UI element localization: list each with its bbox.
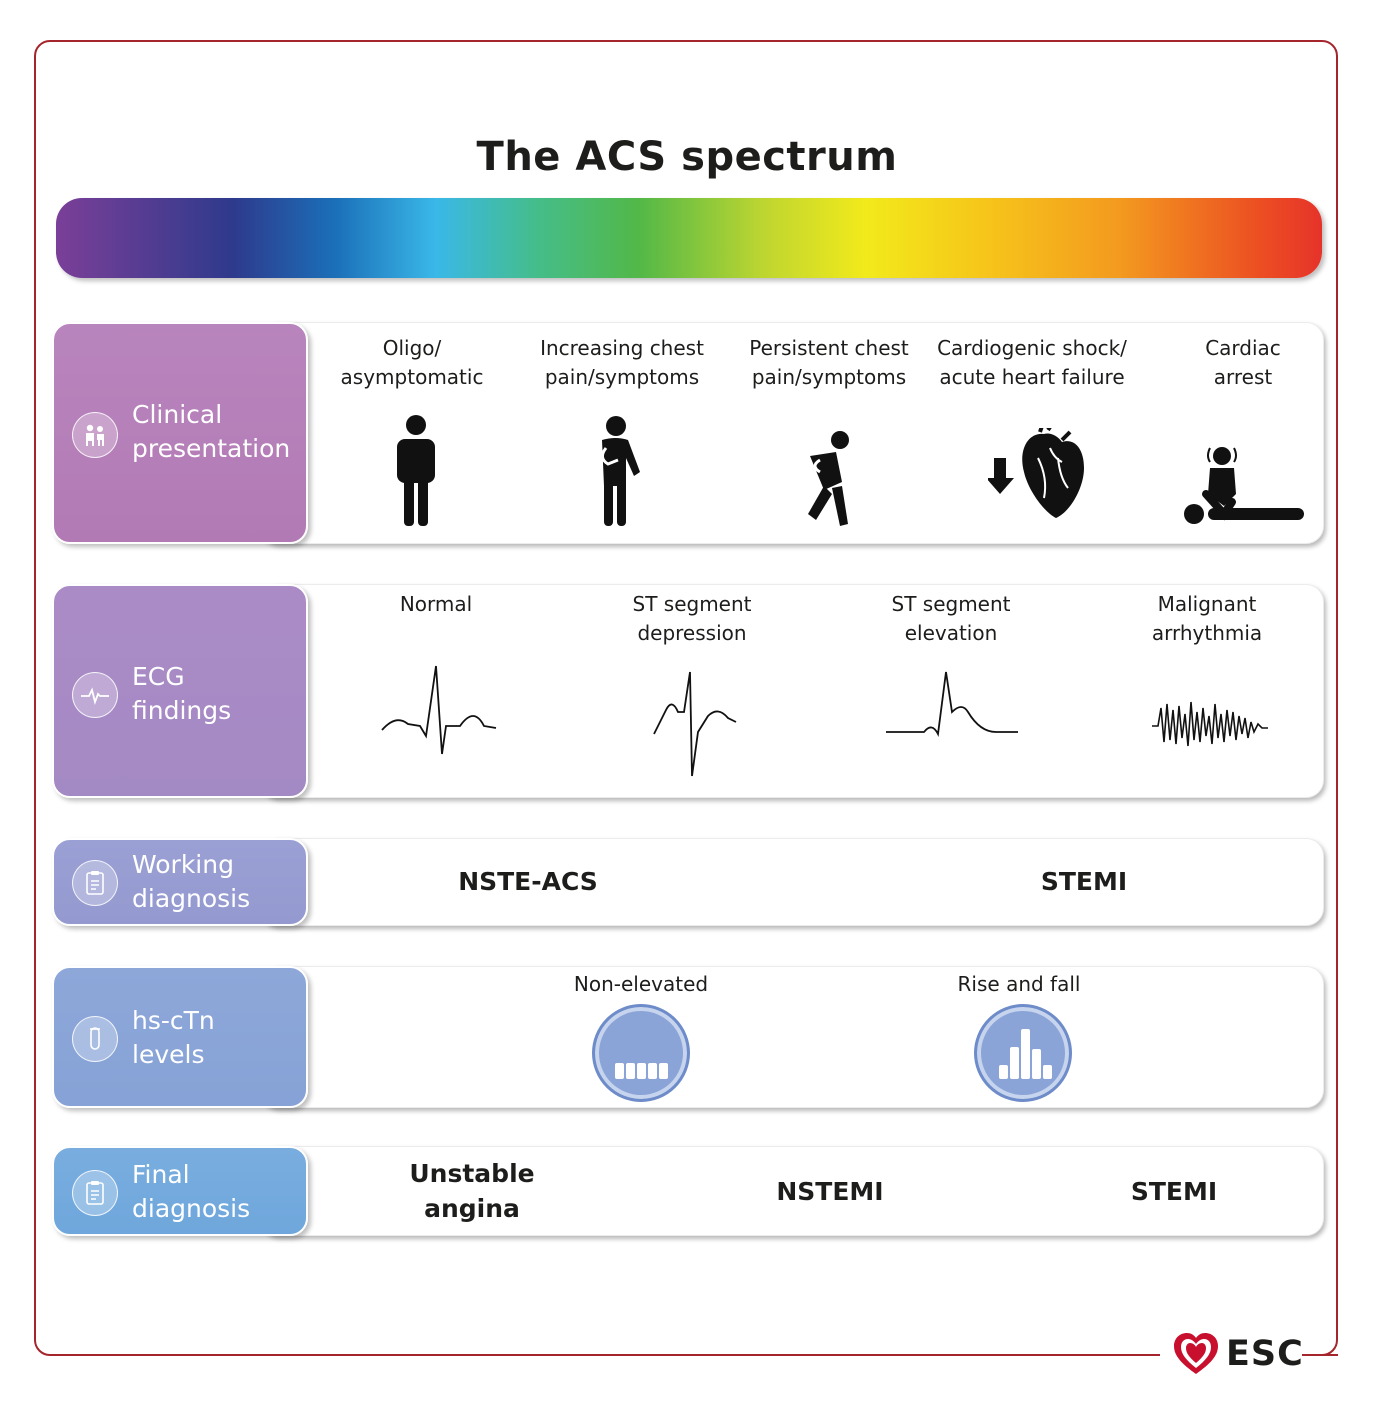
heart-failure-icon bbox=[988, 428, 1084, 518]
ecg-st-depression-icon bbox=[653, 671, 737, 777]
collapsing-person-icon bbox=[808, 431, 849, 526]
troponin-rise-icon bbox=[974, 1004, 1072, 1102]
troponin-label-box: hs-cTn levels bbox=[52, 966, 308, 1108]
clinical-label-box: Clinical presentation bbox=[52, 322, 308, 544]
clipboard-icon bbox=[72, 860, 118, 906]
troponin-head-risefall: Rise and fall bbox=[957, 972, 1081, 996]
final-label-text: Final diagnosis bbox=[132, 1160, 251, 1223]
clipboard-icon bbox=[72, 1170, 118, 1216]
ecg-st-elevation-icon bbox=[886, 671, 1018, 738]
esc-heart-logo-icon bbox=[1174, 1333, 1218, 1374]
logo-tail-line bbox=[1302, 1354, 1338, 1356]
spectrum-gradient-bar bbox=[56, 198, 1322, 278]
test-tube-icon bbox=[72, 1016, 118, 1062]
working-panel bbox=[260, 838, 1324, 926]
final-label-box: Final diagnosis bbox=[52, 1146, 308, 1236]
working-label-text: Working diagnosis bbox=[132, 850, 251, 913]
working-dx-stemi: STEMI bbox=[1040, 867, 1128, 896]
working-label-box: Working diagnosis bbox=[52, 838, 308, 926]
troponin-panel bbox=[260, 966, 1324, 1108]
final-dx-nstemi: NSTEMI bbox=[776, 1177, 884, 1206]
troponin-flat-icon bbox=[592, 1004, 690, 1102]
standing-person-icon bbox=[397, 415, 435, 526]
clinical-head-oligo: Oligo/asymptomatic bbox=[340, 336, 484, 389]
clinical-head-shock: Cardiogenic shock/acute heart failure bbox=[937, 336, 1127, 389]
figure-title: The ACS spectrum bbox=[476, 134, 898, 180]
cpr-icon bbox=[1184, 447, 1304, 524]
working-dx-nste-acs: NSTE-ACS bbox=[458, 867, 598, 896]
ecg-normal-icon bbox=[381, 665, 497, 755]
chest-pain-person-icon bbox=[601, 416, 640, 526]
ecg-arrhythmia-icon bbox=[1152, 701, 1268, 747]
final-panel bbox=[260, 1146, 1324, 1236]
figure-frame bbox=[34, 40, 1338, 1356]
troponin-label-text: hs-cTn levels bbox=[132, 1006, 215, 1069]
ecg-heartbeat-icon bbox=[72, 672, 118, 718]
final-dx-stemi: STEMI bbox=[1130, 1177, 1218, 1206]
patient-doctor-icon bbox=[72, 412, 118, 458]
clinical-label-text: Clinical presentation bbox=[132, 400, 291, 463]
ecg-head-normal: Normal bbox=[399, 592, 473, 616]
troponin-head-nonelevated: Non-elevated bbox=[573, 972, 709, 996]
clinical-panel bbox=[260, 322, 1324, 544]
esc-logo-text: ESC bbox=[1226, 1334, 1304, 1374]
ecg-label-box: ECG findings bbox=[52, 584, 308, 798]
ecg-label-text: ECG findings bbox=[132, 662, 232, 725]
